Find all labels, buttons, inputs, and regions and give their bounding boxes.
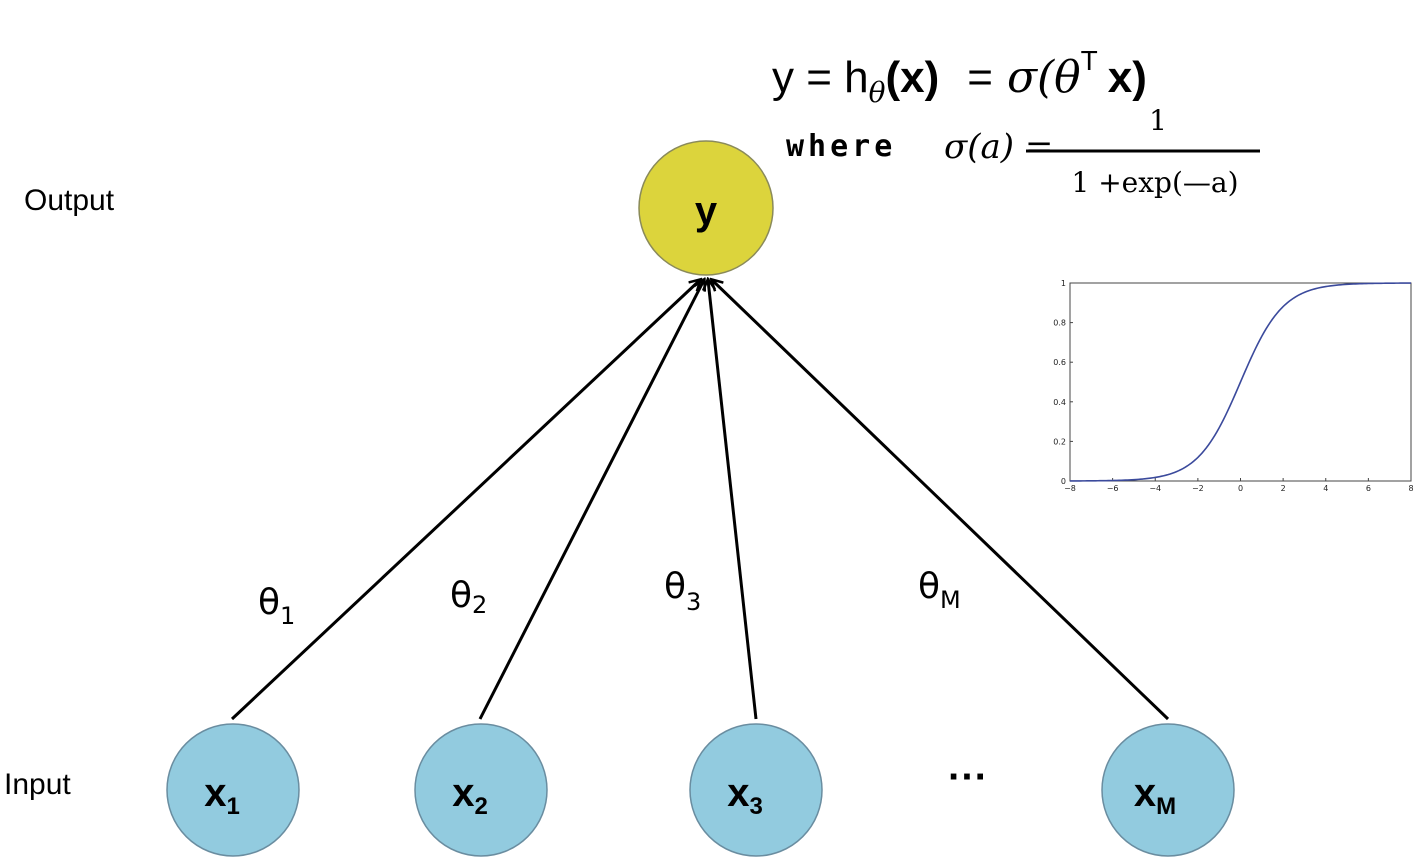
- edges: [230, 280, 1170, 721]
- svg-text:x3: x3: [727, 771, 763, 820]
- x-tick-label: 8: [1408, 484, 1413, 493]
- svg-text:x2: x2: [452, 771, 488, 820]
- x-tick-label: 0: [1238, 484, 1243, 493]
- y-tick-label: 0.6: [1053, 358, 1066, 367]
- fraction-numerator: 1: [1149, 104, 1167, 137]
- output-node-label: y: [695, 189, 718, 233]
- edge-x3-y: [708, 280, 758, 720]
- x-tick-label: 4: [1323, 484, 1328, 493]
- input-node-label: x: [452, 771, 474, 815]
- input-node-label: x: [1134, 771, 1156, 815]
- weight-label-1: θ1: [258, 582, 295, 630]
- y-tick-label: 1: [1061, 279, 1066, 288]
- y-axis-ticks: 0 0.2 0.4 0.6 0.8 1: [1053, 279, 1073, 486]
- sigma-definition: σ(a) =: [944, 127, 1053, 167]
- input-node-2: x2: [414, 723, 548, 857]
- input-node-m: xM: [1101, 723, 1235, 857]
- x-tick-label: −2: [1192, 484, 1204, 493]
- x-tick-label: −4: [1149, 484, 1161, 493]
- input-node-3: x3: [689, 723, 823, 857]
- input-node-1: x1: [166, 723, 300, 857]
- y-tick-label: 0: [1061, 477, 1066, 486]
- output-node: y: [638, 140, 774, 276]
- edge-x1-y: [230, 280, 700, 721]
- output-label: Output: [24, 184, 115, 217]
- y-tick-label: 0.8: [1053, 319, 1066, 328]
- input-node-label: x: [204, 771, 226, 815]
- fraction-denominator: 1 +exp(—a): [1071, 166, 1238, 199]
- weight-label-2: θ2: [450, 575, 487, 619]
- sigmoid-chart: −8 −6 −4 −2 0 2 4 6 8 0 0.2 0.4 0.6 0.8 1: [1053, 279, 1413, 493]
- sigmoid-curve: [1070, 282, 1411, 482]
- x-tick-label: −6: [1107, 484, 1119, 493]
- edge-x2-y: [478, 280, 704, 720]
- edge-xm-y: [712, 280, 1170, 721]
- x-tick-label: 6: [1366, 484, 1371, 493]
- input-label: Input: [4, 768, 71, 801]
- x-tick-label: −8: [1064, 484, 1076, 493]
- y-tick-label: 0.2: [1053, 437, 1066, 446]
- ellipsis: ···: [948, 755, 988, 799]
- svg-text:xM: xM: [1134, 771, 1176, 820]
- where-keyword: where: [786, 129, 896, 164]
- y-tick-label: 0.4: [1053, 398, 1066, 407]
- weight-label-m: θM: [918, 566, 961, 614]
- x-tick-label: 2: [1281, 484, 1286, 493]
- input-node-label: x: [727, 771, 749, 815]
- weight-label-3: θ3: [664, 566, 701, 616]
- svg-text:x1: x1: [204, 771, 240, 820]
